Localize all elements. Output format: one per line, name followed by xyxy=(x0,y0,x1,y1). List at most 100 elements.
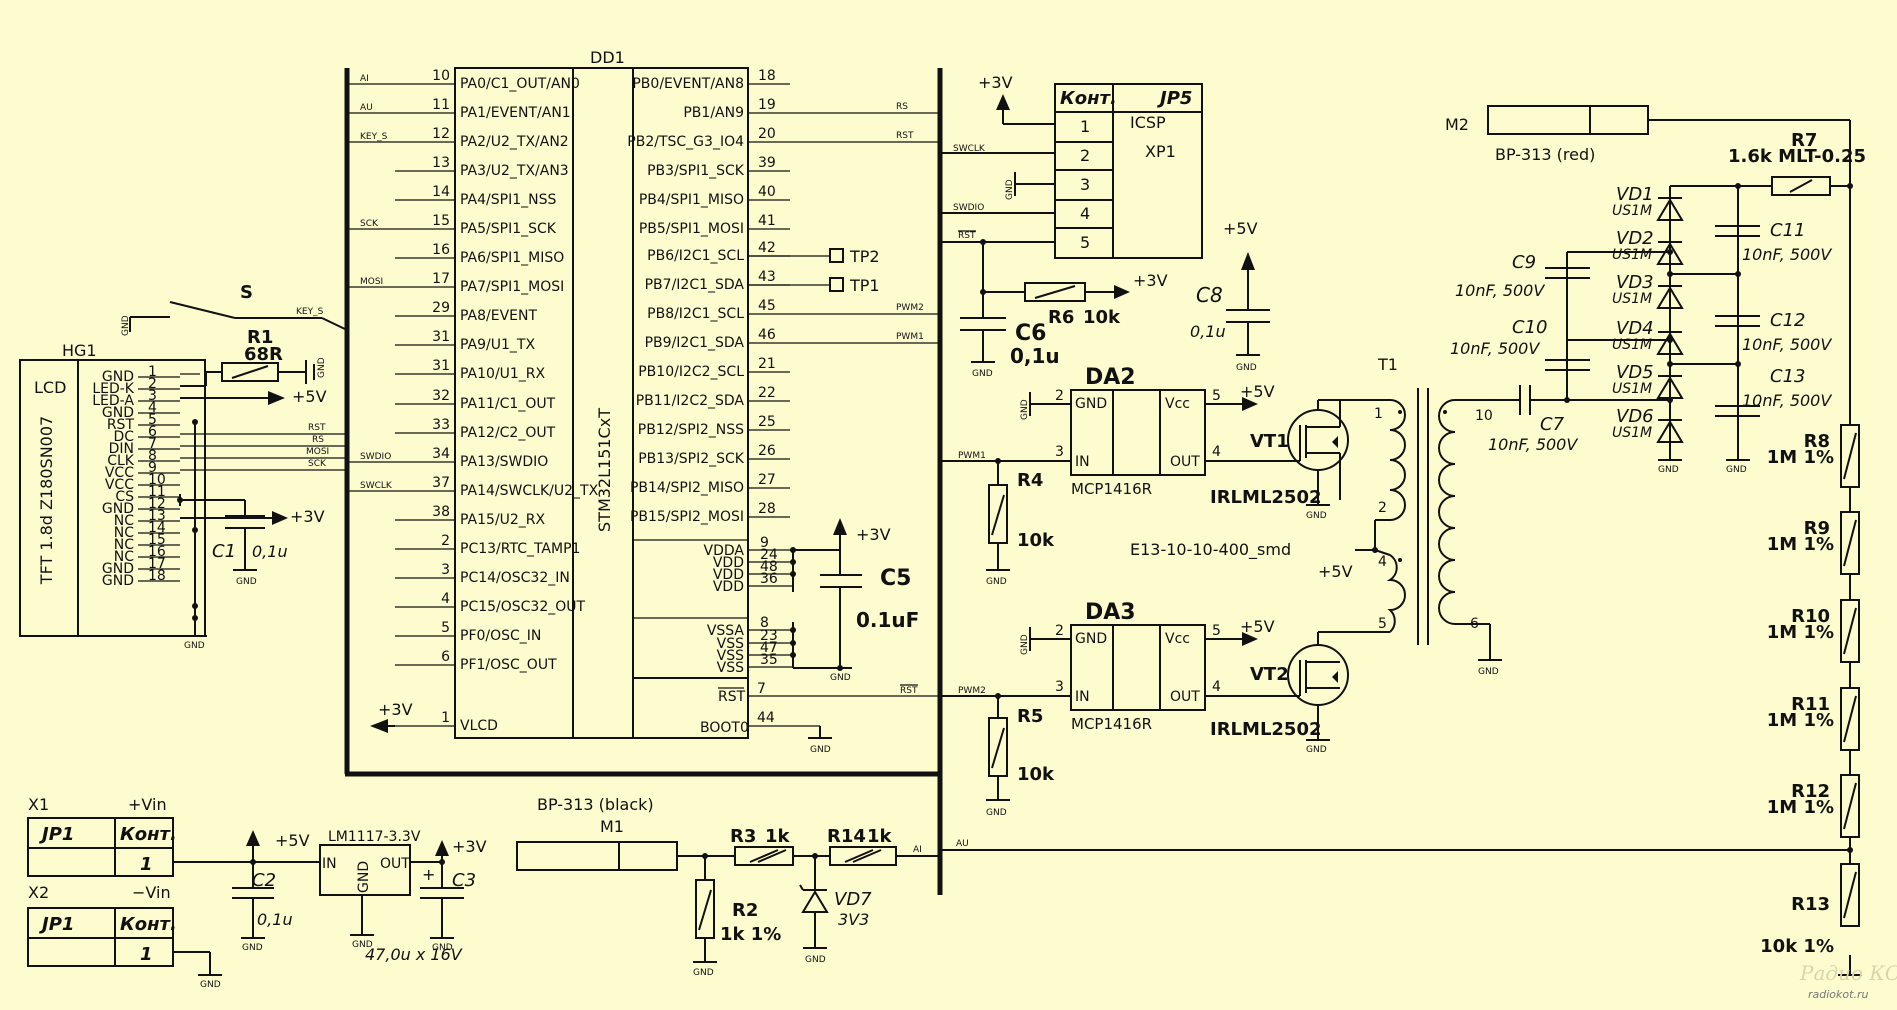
pin-number: 33 xyxy=(432,417,450,433)
c13-ref: C13 xyxy=(1770,366,1805,387)
pin-number: 41 xyxy=(758,213,776,229)
svg-text:2: 2 xyxy=(1055,388,1064,404)
pin-name: CLK xyxy=(107,453,135,469)
c2-value: 0,1u xyxy=(257,910,293,929)
switch-s: S KEY_S GND xyxy=(121,282,348,336)
c3-value: 47,0u x 16V xyxy=(365,945,463,964)
pin-name: PC15/OSC32_OUT xyxy=(460,599,586,615)
r14-value: 1k xyxy=(867,826,893,847)
tube-m2: M2 BP-313 (red) R7 1.6k MLT-0.25 xyxy=(1445,105,1866,196)
driver-ref: DA2 xyxy=(1085,365,1136,390)
svg-text:KEY_S: KEY_S xyxy=(296,307,324,317)
svg-text:10: 10 xyxy=(1475,408,1493,424)
lcd-model: TFT 1.8d Z180SN007 xyxy=(37,416,56,585)
pin-name: PB7/I2C1_SDA xyxy=(645,277,745,293)
svg-text:Радио КОТ: Радио КОТ xyxy=(1799,961,1897,985)
pin-name: PB14/SPI2_MISO xyxy=(630,480,744,496)
pin-number: 45 xyxy=(758,298,776,314)
mcu-body xyxy=(454,67,749,739)
svg-text:GND: GND xyxy=(1726,465,1747,475)
x1-signal: +Vin xyxy=(128,795,167,814)
c10-value: 10nF, 500V xyxy=(1450,339,1540,358)
jp5-pin: 1 xyxy=(1080,117,1090,136)
pin-number: 19 xyxy=(758,97,776,113)
svg-text:GND: GND xyxy=(805,955,826,965)
net-label: PWM2 xyxy=(896,303,924,313)
pin-number: 17 xyxy=(148,556,166,572)
pin-name: PA6/SPI1_MISO xyxy=(460,250,564,266)
svg-text:PWM1: PWM1 xyxy=(958,451,986,461)
svg-text:GND: GND xyxy=(356,861,372,893)
pin-number: 9 xyxy=(148,460,157,476)
r3-value: 1k xyxy=(765,826,791,847)
pin-number: 14 xyxy=(148,520,166,536)
c5-value: 0.1uF xyxy=(856,608,919,632)
pin-number: 24 xyxy=(760,547,778,563)
r2-ref: R2 xyxy=(732,900,758,921)
svg-text:+3V: +3V xyxy=(978,73,1013,92)
svg-text:5: 5 xyxy=(1212,623,1221,639)
pin-name: VCC xyxy=(105,465,134,481)
svg-text:IN: IN xyxy=(1075,689,1090,705)
svg-text:JP1: JP1 xyxy=(39,914,74,935)
pin-number: 2 xyxy=(441,533,450,549)
pin-name: PA12/C2_OUT xyxy=(460,425,556,441)
diode-ref: VD4 xyxy=(1616,318,1654,339)
svg-text:OUT: OUT xyxy=(1170,454,1200,470)
pin-number: 5 xyxy=(148,412,157,428)
vt2-ref: VT2 xyxy=(1250,664,1289,685)
svg-text:4: 4 xyxy=(1212,444,1221,460)
t1-ref: T1 xyxy=(1377,355,1398,374)
svg-text:SWCLK: SWCLK xyxy=(953,144,986,154)
pin-name: PA8/EVENT xyxy=(460,308,537,324)
pin-name: PA9/U1_TX xyxy=(460,337,535,353)
pin-name: PC13/RTC_TAMP1 xyxy=(460,541,580,557)
pin-name: PA10/U1_RX xyxy=(460,366,546,382)
c9-value: 10nF, 500V xyxy=(1455,281,1545,300)
r4-ref: R4 xyxy=(1017,470,1043,491)
diode-ref: VD6 xyxy=(1616,406,1654,427)
svg-text:OUT: OUT xyxy=(380,856,410,872)
svg-text:Конт.: Конт. xyxy=(120,824,177,845)
svg-text:GND: GND xyxy=(986,577,1007,587)
pin-name: PB10/I2C2_SCL xyxy=(638,364,744,380)
lcd-ref: HG1 xyxy=(62,341,97,360)
mcu-part: STM32L151CxT xyxy=(595,408,614,532)
jp5-pin: 4 xyxy=(1080,204,1090,223)
pin-name: PA1/EVENT/AN1 xyxy=(460,105,571,121)
driver-part: MCP1416R xyxy=(1071,480,1152,498)
pin-number: 31 xyxy=(432,329,450,345)
lcd-pin: VCC 9 xyxy=(105,460,180,481)
pin-name: PB8/I2C1_SCL xyxy=(647,306,744,322)
pin-name: PB12/SPI2_NSS xyxy=(638,422,744,438)
jp5-pin: 3 xyxy=(1080,175,1090,194)
resistor-ref: R10 xyxy=(1791,606,1830,627)
pin-name: DIN xyxy=(109,441,134,457)
c13-value: 10nF, 500V xyxy=(1742,391,1832,410)
pin-name: PA14/SWCLK/U2_TX xyxy=(460,483,599,499)
